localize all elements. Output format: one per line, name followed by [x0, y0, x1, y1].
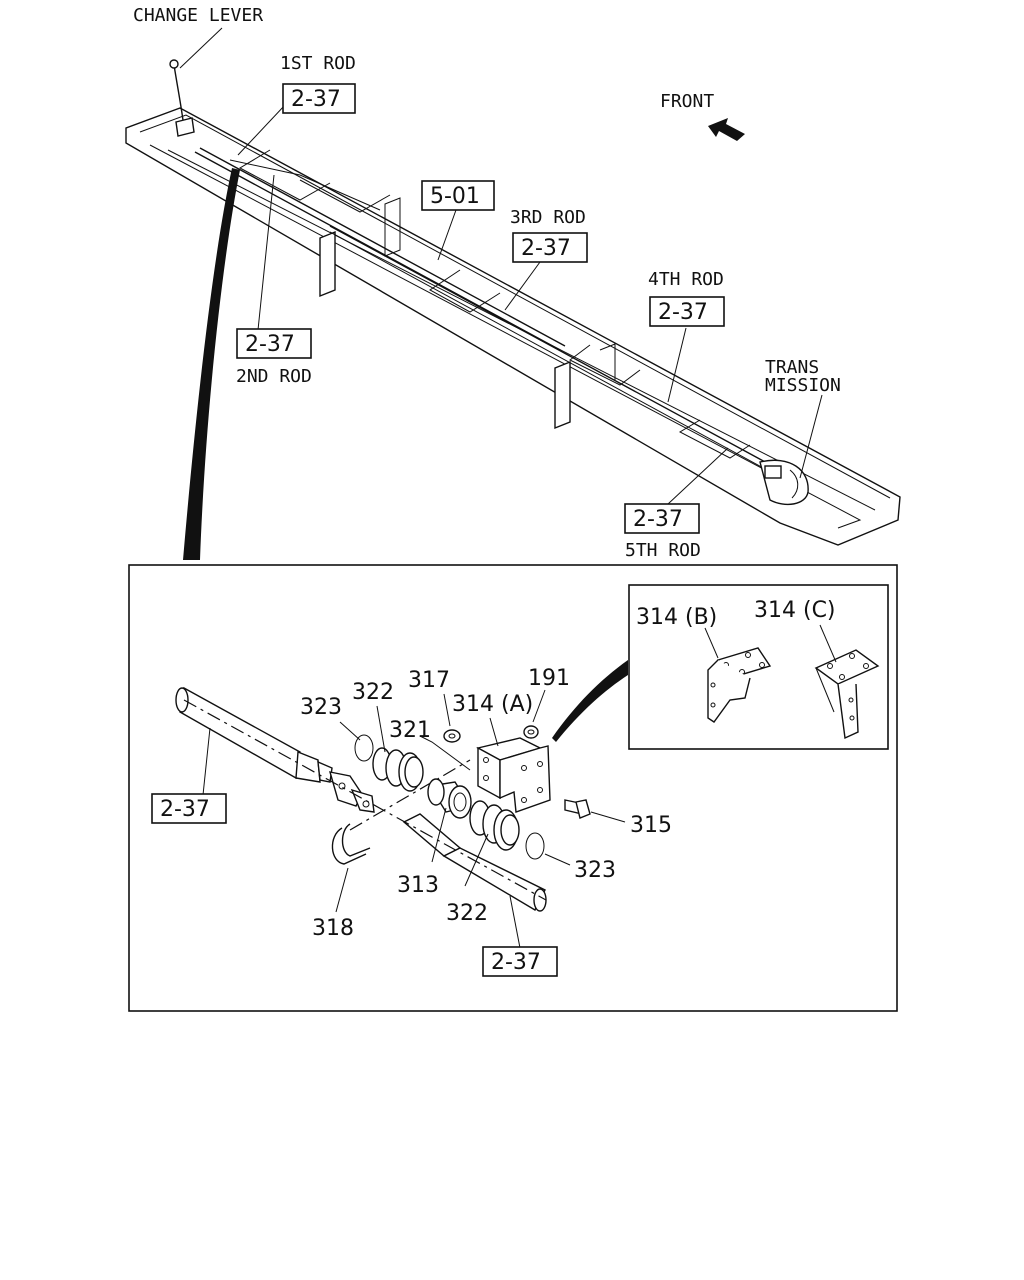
right-rod-ref[interactable]: 2-37	[491, 950, 541, 975]
part-315-label[interactable]: 315	[630, 813, 672, 838]
rod3-ref-box[interactable]	[512, 232, 588, 263]
shaft-ref-box[interactable]	[421, 180, 495, 211]
detail-pointer-main	[183, 168, 240, 560]
right-rod-ref-box[interactable]	[482, 946, 558, 977]
rod4-ref[interactable]: 2-37	[658, 300, 708, 325]
bracket-314c	[814, 649, 880, 740]
center-axis-2	[349, 759, 471, 831]
rod1-ref-box[interactable]	[282, 83, 356, 114]
nut-317	[443, 729, 461, 743]
bolt-315	[564, 799, 591, 819]
rod2-ref-box[interactable]	[236, 328, 312, 359]
snap-ring-323-top	[354, 734, 374, 762]
rod1-label: 1ST ROD	[280, 53, 356, 74]
boot-322-bottom	[469, 800, 520, 851]
part-318-label[interactable]: 318	[312, 916, 354, 941]
part-323-top-label[interactable]: 323	[300, 695, 342, 720]
overview-leaders	[179, 27, 823, 505]
bracket-314a	[476, 737, 551, 813]
shaft-ref[interactable]: 5-01	[430, 184, 480, 209]
rod3-ref[interactable]: 2-37	[521, 236, 571, 261]
chassis-frame	[125, 59, 901, 546]
rod3-label: 3RD ROD	[510, 207, 586, 228]
rod2-ref[interactable]: 2-37	[245, 332, 295, 357]
part-322-top-label[interactable]: 322	[352, 680, 394, 705]
part-323-bottom-label[interactable]: 323	[574, 858, 616, 883]
part-317-label[interactable]: 317	[408, 668, 450, 693]
transmission-label-line2: MISSION	[765, 375, 841, 396]
rod1-ref[interactable]: 2-37	[291, 87, 341, 112]
left-rod-ref[interactable]: 2-37	[160, 797, 210, 822]
bracket-314b	[707, 647, 772, 723]
part-314a-label[interactable]: 314 (A)	[452, 692, 533, 717]
part-313-label[interactable]: 313	[397, 873, 439, 898]
center-axis	[183, 699, 547, 901]
detail-leaders	[202, 689, 626, 949]
change-lever-label: CHANGE LEVER	[133, 5, 263, 26]
detail-frame	[128, 564, 898, 1012]
left-rod	[175, 686, 333, 783]
bushing-313	[427, 778, 472, 819]
left-rod-ref-box[interactable]	[151, 793, 227, 824]
rod5-ref-box[interactable]	[624, 503, 700, 534]
snap-ring-323-bottom	[525, 832, 545, 860]
inset-pointer	[552, 660, 628, 742]
rod4-ref-box[interactable]	[649, 296, 725, 327]
rod5-ref[interactable]: 2-37	[633, 507, 683, 532]
rod4-label: 4TH ROD	[648, 269, 724, 290]
front-arrow-icon	[708, 118, 745, 141]
rod2-label: 2ND ROD	[236, 366, 312, 387]
right-rod	[402, 813, 547, 912]
part-314b-label[interactable]: 314 (B)	[636, 605, 717, 630]
part-191-label[interactable]: 191	[528, 666, 570, 691]
part-322-bottom-label[interactable]: 322	[446, 901, 488, 926]
part-321-label[interactable]: 321	[389, 718, 431, 743]
front-label: FRONT	[660, 91, 714, 112]
transmission-label-line1: TRANS	[765, 357, 819, 378]
part-314c-label[interactable]: 314 (C)	[754, 598, 836, 623]
rod5-label: 5TH ROD	[625, 540, 701, 561]
nut-191	[523, 725, 539, 739]
universal-joint	[329, 771, 375, 813]
u-bolt-318	[331, 823, 371, 865]
boot-322-top	[372, 747, 424, 792]
